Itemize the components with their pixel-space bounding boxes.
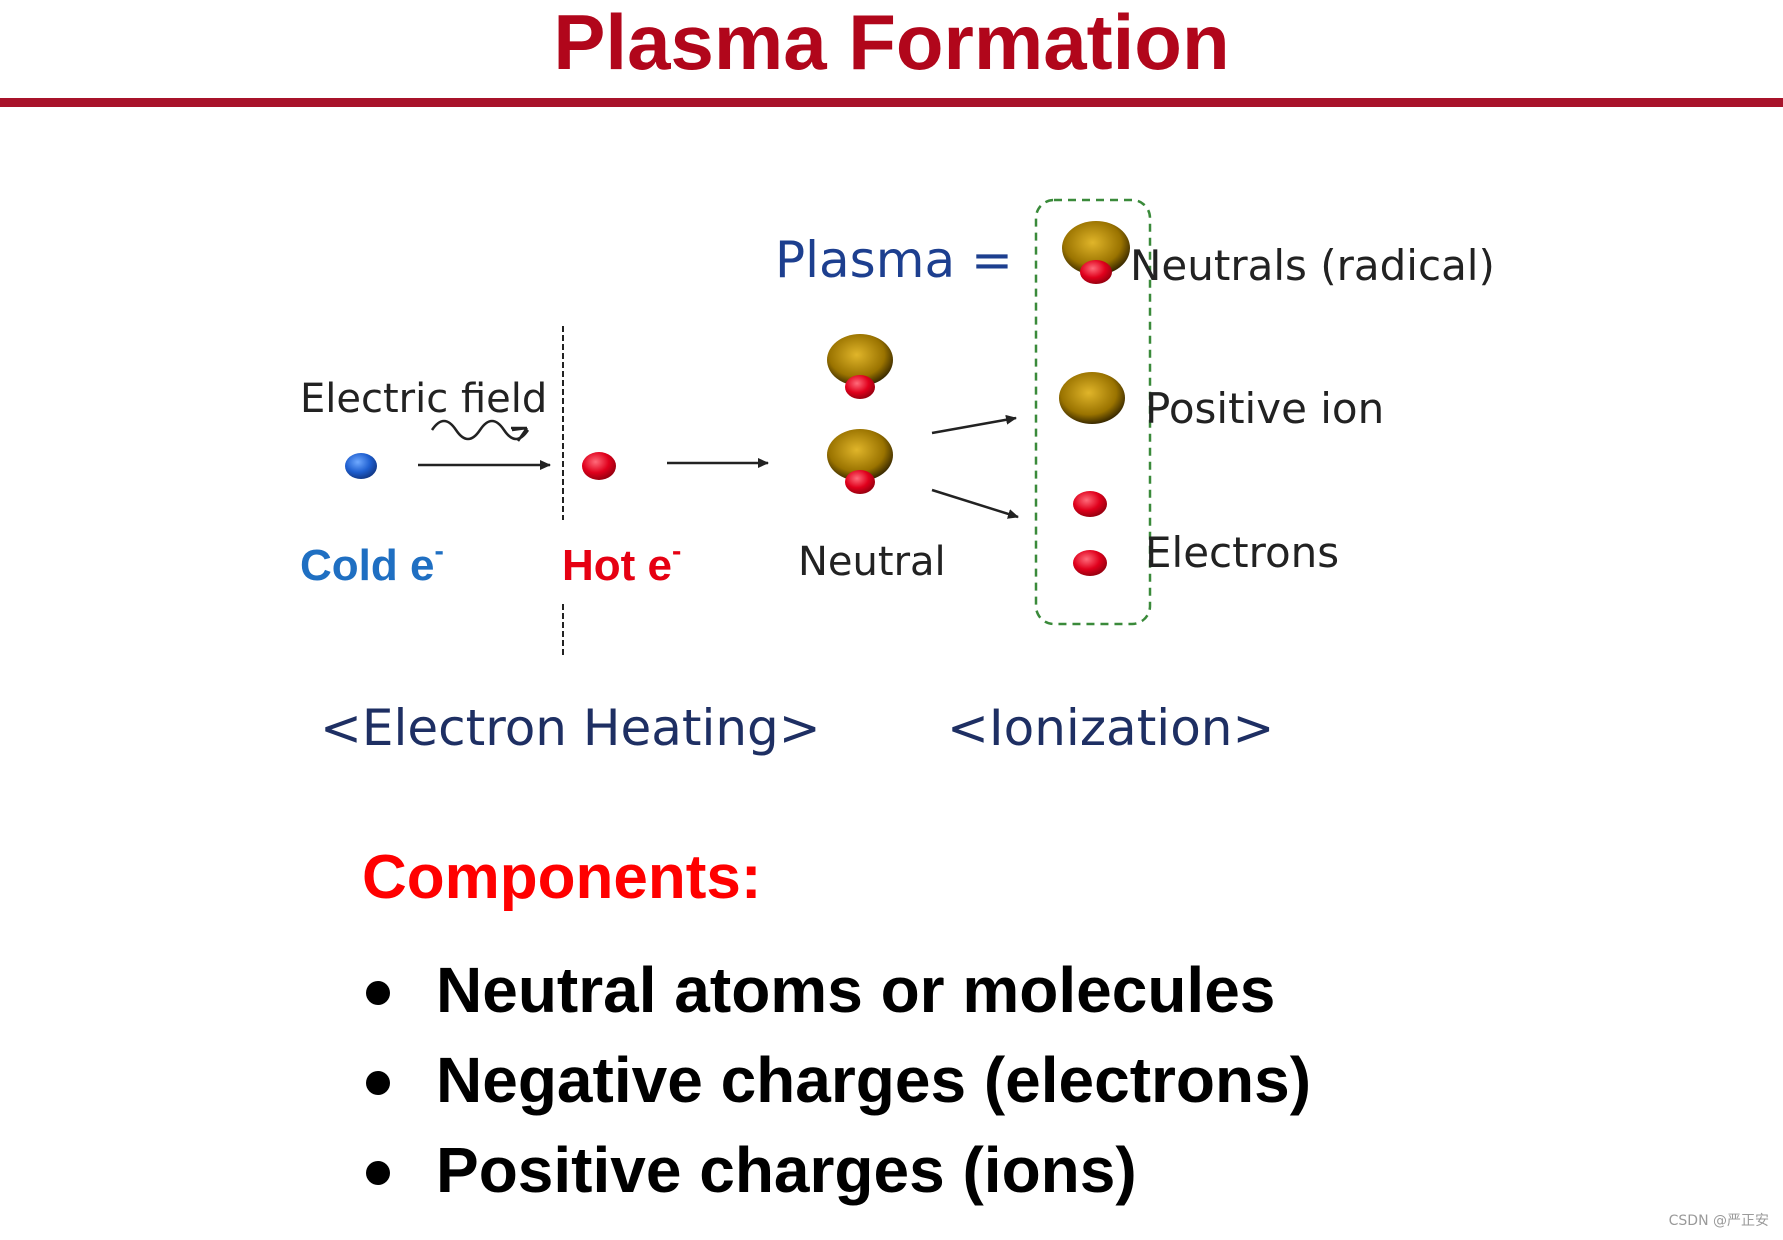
bullet-icon	[366, 1161, 390, 1185]
component-text: Positive charges (ions)	[436, 1134, 1137, 1206]
title-divider	[0, 98, 1783, 107]
cold-electron-particle	[345, 453, 377, 479]
hot-electron-particle	[582, 452, 616, 480]
free-electron-lower	[1073, 550, 1107, 576]
radical-atom-electron	[1080, 260, 1112, 284]
neutral-atom-upper-electron	[845, 375, 875, 399]
components-heading: Components:	[362, 843, 762, 912]
list-item: Neutral atoms or molecules	[362, 945, 1311, 1035]
electrons-label: Electrons	[1145, 528, 1339, 577]
neutral-label: Neutral	[798, 539, 946, 585]
plasma-equals-label: Plasma =	[775, 231, 1013, 289]
neutral-atom-lower-electron	[845, 470, 875, 494]
electric-field-wave-icon	[430, 419, 530, 441]
bullet-icon	[366, 981, 390, 1005]
bullet-icon	[366, 1071, 390, 1095]
cold-electron-label: Cold e-	[300, 535, 444, 590]
wave-arrow-tip-icon	[511, 426, 529, 442]
watermark: CSDN @严正安	[1668, 1213, 1769, 1229]
ionization-arrow-down	[931, 488, 1019, 519]
hot-electron-text: Hot e	[562, 541, 672, 590]
hot-electron-superscript: -	[672, 535, 681, 566]
component-text: Neutral atoms or molecules	[436, 954, 1276, 1026]
positive-ion-particle	[1059, 372, 1125, 424]
neutrals-radical-label: Neutrals (radical)	[1130, 241, 1495, 290]
cold-electron-text: Cold e	[300, 541, 434, 590]
electric-field-label: Electric field	[300, 376, 547, 422]
hot-electron-label: Hot e-	[562, 535, 681, 590]
positive-ion-label: Positive ion	[1145, 384, 1384, 433]
list-item: Positive charges (ions)	[362, 1125, 1311, 1215]
plasma-formation-diagram: Electric field Neutral Plasma = Neutrals…	[300, 198, 1495, 757]
cold-electron-superscript: -	[434, 535, 443, 566]
neutral-atom-lower	[827, 429, 893, 481]
free-electron-upper	[1073, 491, 1107, 517]
component-text: Negative charges (electrons)	[436, 1044, 1311, 1116]
components-list: Neutral atoms or molecules Negative char…	[362, 945, 1311, 1215]
plasma-components-box	[1034, 198, 1152, 626]
ionization-label: <Ionization>	[947, 699, 1274, 757]
ionization-arrow-up	[931, 414, 1017, 435]
neutral-atom-upper	[827, 334, 893, 386]
list-item: Negative charges (electrons)	[362, 1035, 1311, 1125]
radical-atom	[1062, 221, 1130, 275]
slide-title: Plasma Formation	[553, 0, 1230, 86]
electron-heating-label: <Electron Heating>	[320, 699, 821, 757]
